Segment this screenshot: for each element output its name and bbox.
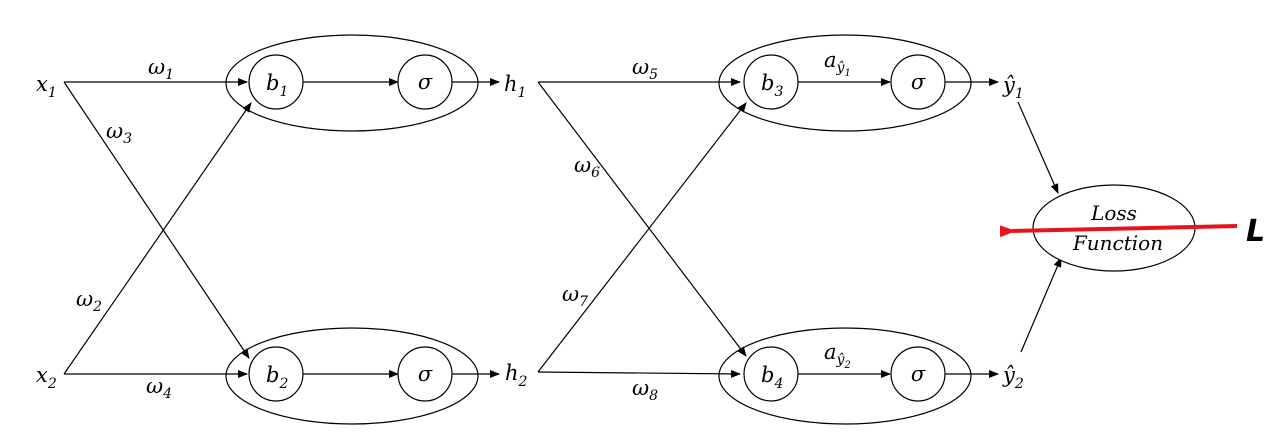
sigma-label-3: σ <box>911 70 926 94</box>
edge-y2-loss <box>1020 257 1062 353</box>
bias-node-b1 <box>248 54 304 110</box>
bias-label-b4: b4 <box>761 363 783 392</box>
bias-label-b3: b3 <box>761 71 783 100</box>
hidden-label-h2: h2 <box>505 361 528 390</box>
loss-function-text-line2: Function <box>1072 231 1163 255</box>
bias-label-b2: b2 <box>266 363 288 392</box>
bias-node-b4 <box>743 346 799 402</box>
edge-h2-b4 <box>537 369 741 378</box>
activation-node-1 <box>397 54 453 110</box>
loss-gradient-arrow <box>999 224 1238 238</box>
input-label-x1: x1 <box>36 72 57 101</box>
bias-label-b1: b1 <box>266 71 288 100</box>
weight-label-w1: ω1 <box>148 55 174 83</box>
output-label-y1: ŷ1 <box>1002 73 1024 102</box>
edge-h2-b3 <box>537 102 747 373</box>
bias-node-b3 <box>743 54 799 110</box>
activation-node-2 <box>397 346 453 402</box>
weight-label-w4: ω4 <box>146 374 172 402</box>
preactivation-label-1: aŷ1 <box>824 48 851 79</box>
bias-node-b2 <box>248 346 304 402</box>
weight-label-w5: ω5 <box>632 55 658 83</box>
edge-x1-b2 <box>63 81 250 359</box>
activation-node-3 <box>890 54 946 110</box>
sigma-label-2: σ <box>418 362 433 386</box>
weight-label-w3: ω3 <box>106 119 132 147</box>
weight-label-w8: ω8 <box>632 376 658 404</box>
input-label-x2: x2 <box>36 363 57 392</box>
weight-label-w2: ω2 <box>76 287 102 315</box>
sigma-label-1: σ <box>418 70 433 94</box>
loss-symbol-L: L <box>1246 214 1265 249</box>
edge-y1-loss <box>1017 101 1059 194</box>
edge-h1-b4 <box>537 81 747 357</box>
output-label-y2: ŷ2 <box>1002 363 1024 392</box>
sigma-label-4: σ <box>911 362 926 386</box>
activation-node-4 <box>890 346 946 402</box>
weight-label-w7: ω7 <box>562 282 588 310</box>
weight-label-w6: ω6 <box>574 153 600 181</box>
preactivation-label-2: aŷ2 <box>824 340 851 371</box>
loss-function-text-line1: Loss <box>1090 201 1137 225</box>
edge-x2-b1 <box>63 102 252 375</box>
hidden-label-h1: h1 <box>504 72 526 101</box>
